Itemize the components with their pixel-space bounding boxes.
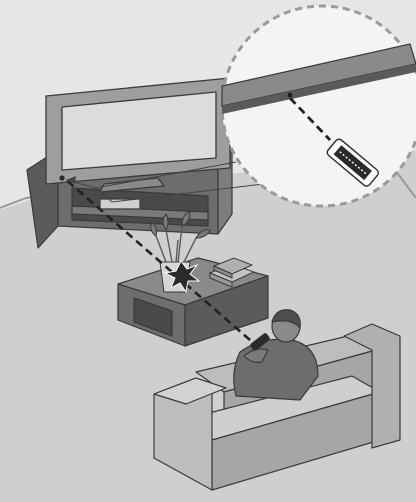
viewer-torso	[234, 339, 318, 400]
ir-sensor	[59, 175, 64, 180]
inset-ir-sensor	[288, 93, 293, 98]
av-device	[100, 199, 140, 209]
